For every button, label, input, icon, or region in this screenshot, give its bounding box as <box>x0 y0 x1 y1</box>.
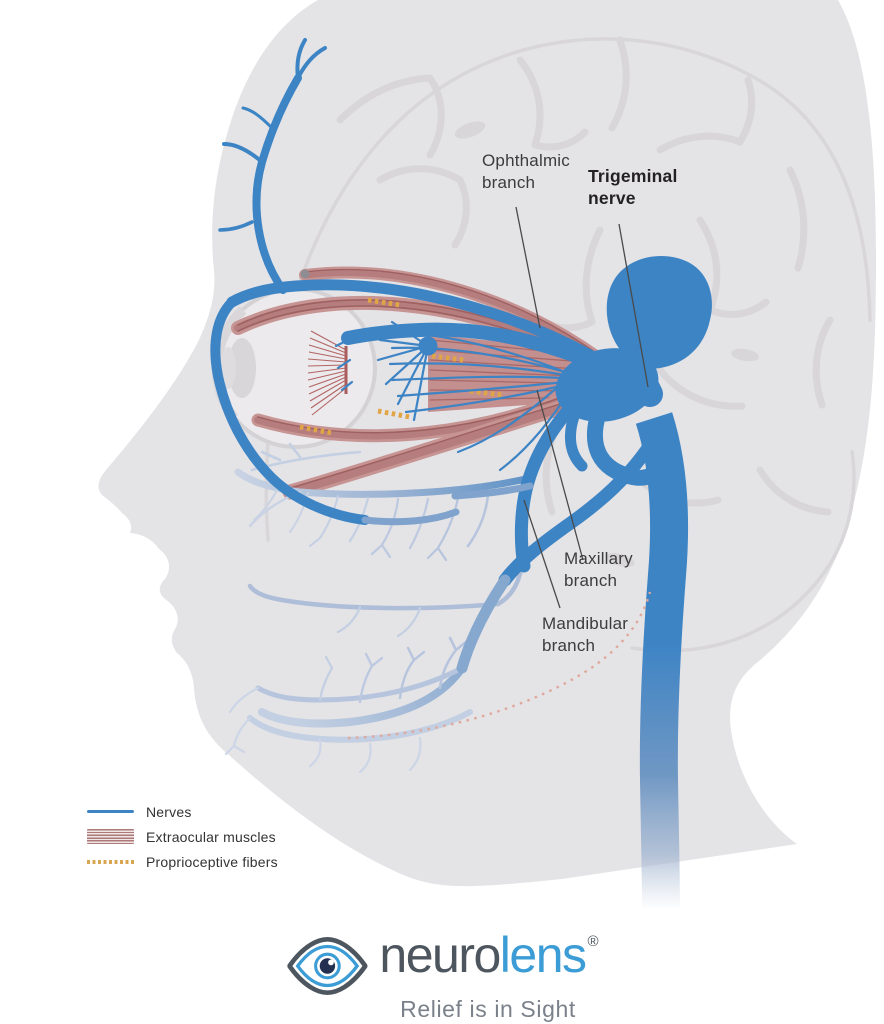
ciliary-ganglion-hub <box>418 336 438 356</box>
supraorbital-branches <box>218 38 327 294</box>
label-trigeminal-nerve: Trigeminal nerve <box>588 165 678 209</box>
legend: Nerves Extraocular muscles Proprioceptiv… <box>87 799 278 874</box>
registered-mark: ® <box>587 933 599 950</box>
neurolens-logo: neurolens® Relief is in Sight <box>287 927 599 1023</box>
label-ophthalmic-line2: branch <box>482 173 536 192</box>
legend-label-extraocular: Extraocular muscles <box>146 828 276 845</box>
label-maxillary-line1: Maxillary <box>564 549 633 568</box>
label-ophthalmic-branch: Ophthalmic branch <box>482 150 570 194</box>
wordmark-neuro: neuro <box>379 927 501 983</box>
leader-line-maxillary <box>536 389 584 561</box>
nerve-line-swatch <box>87 809 134 814</box>
label-trigeminal-line2: nerve <box>588 188 636 208</box>
leader-line-ophthalmic <box>515 206 541 329</box>
proprioceptive-jaw-dotted-line <box>347 591 652 740</box>
leader-line-trigeminal <box>618 223 649 388</box>
label-mandibular-branch: Mandibular branch <box>542 613 628 657</box>
label-mandibular-line1: Mandibular <box>542 614 629 633</box>
fiber-dots-swatch <box>87 859 134 864</box>
maxillary-branch-nerve <box>514 383 595 573</box>
nerve-root-club <box>606 256 712 369</box>
leader-line-mandibular <box>523 499 561 609</box>
legend-row-nerves: Nerves <box>87 799 278 824</box>
ciliary-fan <box>307 330 348 416</box>
wordmark-lens: lens <box>499 927 587 983</box>
head-silhouette <box>98 0 876 887</box>
legend-label-nerves: Nerves <box>146 803 192 820</box>
trochlea-dot <box>300 269 310 279</box>
eye-icon <box>287 937 368 995</box>
brow-arc-nerve <box>226 279 598 362</box>
muscle-stripes-swatch <box>87 829 134 844</box>
label-trigeminal-line1: Trigeminal <box>588 166 678 186</box>
label-maxillary-line2: branch <box>564 571 618 590</box>
orbital-nerve-web <box>334 320 572 472</box>
label-maxillary-branch: Maxillary branch <box>564 548 633 592</box>
legend-row-extraocular: Extraocular muscles <box>87 824 278 849</box>
trigeminal-nerve-structure <box>210 38 712 909</box>
label-mandibular-line2: branch <box>542 636 596 655</box>
legend-row-proprioceptive: Proprioceptive fibers <box>87 849 278 874</box>
logo-tagline: Relief is in Sight <box>400 996 576 1022</box>
proprioceptive-fibers <box>299 297 503 436</box>
wordmark: neurolens® <box>379 927 599 993</box>
leader-lines <box>515 206 649 609</box>
ophthalmic-branch-nerve <box>341 322 599 369</box>
brainstem-column <box>635 412 689 909</box>
label-ophthalmic-line1: Ophthalmic <box>482 151 570 170</box>
legend-label-proprioceptive: Proprioceptive fibers <box>146 853 278 870</box>
